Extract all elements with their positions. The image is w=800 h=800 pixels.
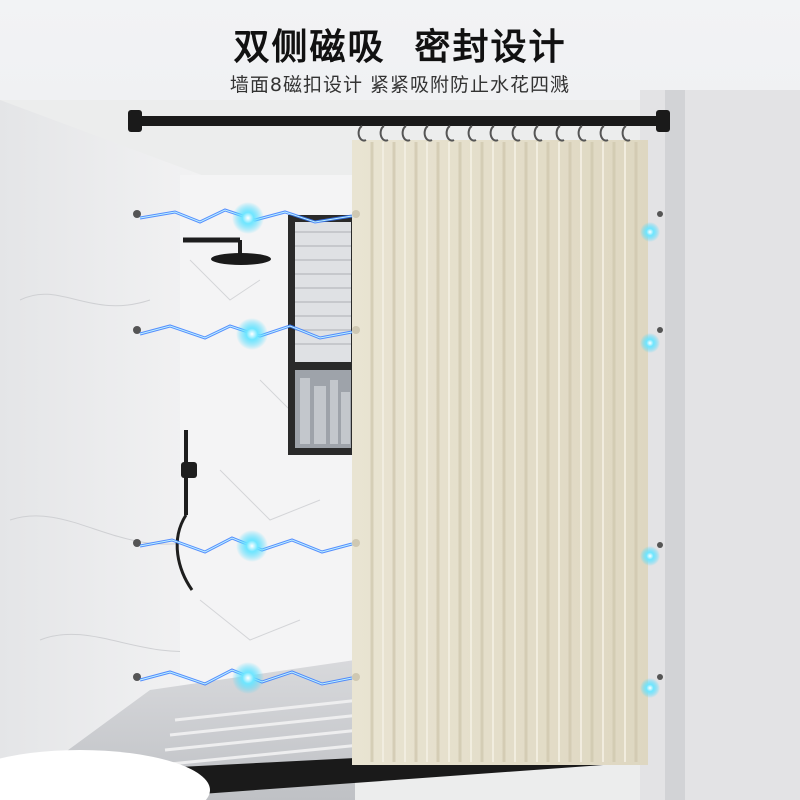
left-magnet-row-3 <box>133 530 360 562</box>
bathtub <box>0 750 210 800</box>
headline: 双侧磁吸 密封设计 <box>0 18 800 70</box>
magnet-glow-icon <box>640 333 660 353</box>
magnet-glow-icon <box>232 202 264 234</box>
magnet-glow-icon <box>232 662 264 694</box>
left-magnet-row-2 <box>133 318 360 350</box>
left-magnet-row-4 <box>133 662 360 694</box>
right-wall <box>640 90 800 800</box>
shower-head <box>211 253 271 265</box>
headline-part-2: 密封设计 <box>414 27 567 68</box>
shower-curtain <box>352 140 648 765</box>
magnet-glow-icon <box>640 546 660 566</box>
curtain-hooks <box>357 125 631 142</box>
subline: 墙面8磁扣设计 紧紧吸附防止水花四溅 <box>229 74 571 96</box>
magnet-glow-icon <box>236 318 268 350</box>
magnet-glow-icon <box>640 222 660 242</box>
magnet-glow-icon <box>236 530 268 562</box>
headline-part-1: 双侧磁吸 <box>233 27 386 68</box>
left-wall <box>0 100 215 800</box>
left-magnet-row-1 <box>133 202 360 234</box>
magnet-glow-icon <box>640 678 660 698</box>
shower-rod <box>130 116 668 126</box>
right-magnets <box>640 211 663 698</box>
